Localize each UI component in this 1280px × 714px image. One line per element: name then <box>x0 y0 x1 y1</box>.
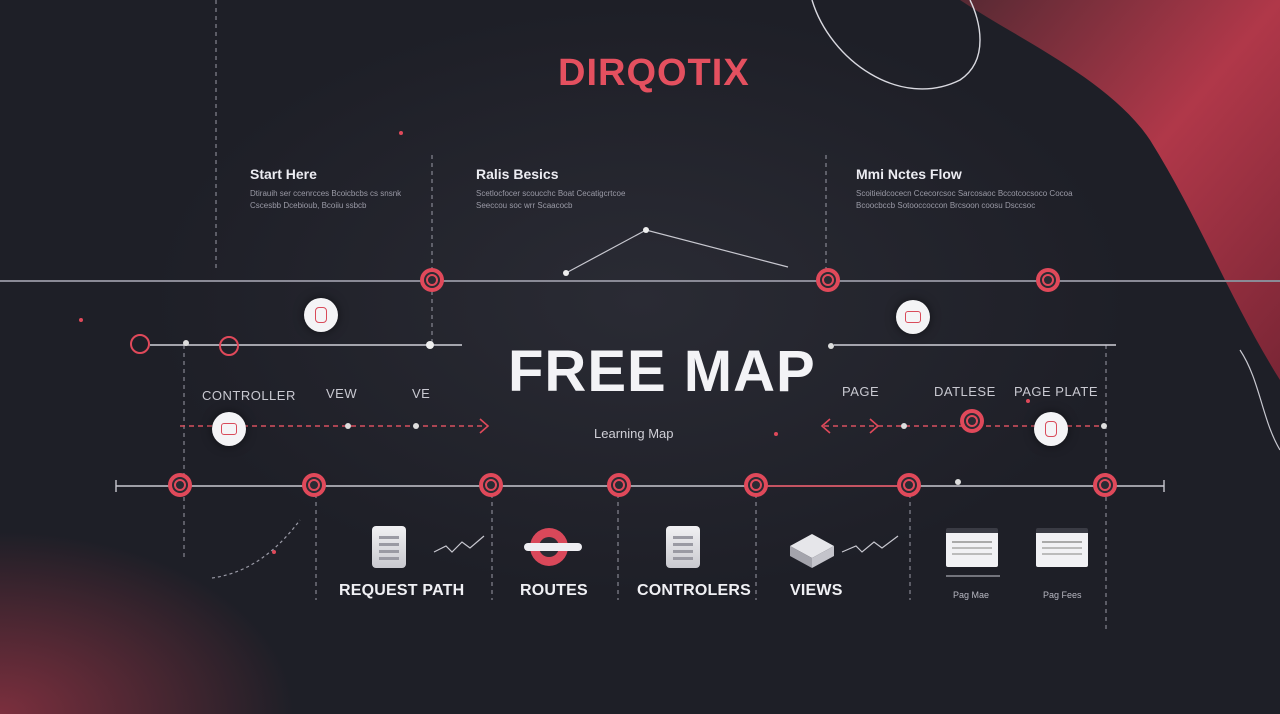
label-ve: VE <box>412 386 431 401</box>
gear-node-icon <box>959 408 985 434</box>
caption-routes: ROUTES <box>520 582 588 599</box>
chat-bubble-icon[interactable] <box>896 300 930 334</box>
label-page: PAGE <box>842 384 880 399</box>
gear-node-icon <box>167 472 193 498</box>
section-description: Dtirauih ser ccenrcces Bcoicbcbs cs snsn… <box>250 189 402 210</box>
window-icon <box>946 528 998 567</box>
gear-node-icon <box>419 267 445 293</box>
section-title: Mmi Nctes Flow <box>856 166 962 182</box>
gear-node-icon <box>815 267 841 293</box>
gear-node-icon <box>1035 267 1061 293</box>
gear-node-icon <box>606 472 632 498</box>
window-icon <box>1036 528 1088 567</box>
routes-knot-icon <box>524 528 582 566</box>
section-description: Scetlocfocer scoucchc Boat Cecatigcrtcoe… <box>476 189 626 210</box>
label-database: DATLESE <box>934 384 996 399</box>
gear-node-icon <box>1092 472 1118 498</box>
gear-node-icon <box>478 472 504 498</box>
gear-node-icon <box>743 472 769 498</box>
brand-logo: DIRQOTIX <box>558 52 750 94</box>
section-description: Scoitieidcocecn Ccecorcsoc Sarcosaoc Bcc… <box>856 189 1073 210</box>
document-icon <box>666 526 700 568</box>
caption-pag-fees: Pag Fees <box>1043 590 1082 600</box>
document-icon <box>372 526 406 568</box>
section-title: Start Here <box>250 166 317 182</box>
decor-swoosh <box>960 0 1280 380</box>
label-controller: CONTROLLER <box>202 388 296 403</box>
section-title: Ralis Besics <box>476 166 559 182</box>
cube-icon <box>790 534 834 568</box>
gear-node-icon <box>896 472 922 498</box>
caption-request-path: REQUEST PATH <box>339 582 465 599</box>
label-view: VEW <box>326 386 358 401</box>
chat-bubble-icon[interactable] <box>304 298 338 332</box>
chat-bubble-icon[interactable] <box>1034 412 1068 446</box>
chat-bubble-icon[interactable] <box>212 412 246 446</box>
section-start-here: Start Here Dtirauih ser ccenrcces Bcoicb… <box>250 166 430 212</box>
hero-title: FREE MAP <box>508 339 816 404</box>
section-mmi-nctes-flow: Mmi Nctes Flow Scoitieidcocecn Ccecorcso… <box>856 166 1096 212</box>
caption-views: VIEWS <box>790 582 843 599</box>
hero-subtitle: Learning Map <box>594 426 674 441</box>
section-ralis-besics: Ralis Besics Scetlocfocer scoucchc Boat … <box>476 166 656 212</box>
caption-pag-mae: Pag Mae <box>953 590 990 600</box>
gear-node-icon <box>301 472 327 498</box>
label-page-plate: PAGE PLATE <box>1014 384 1098 399</box>
caption-controllers: CONTROLERS <box>637 582 751 599</box>
